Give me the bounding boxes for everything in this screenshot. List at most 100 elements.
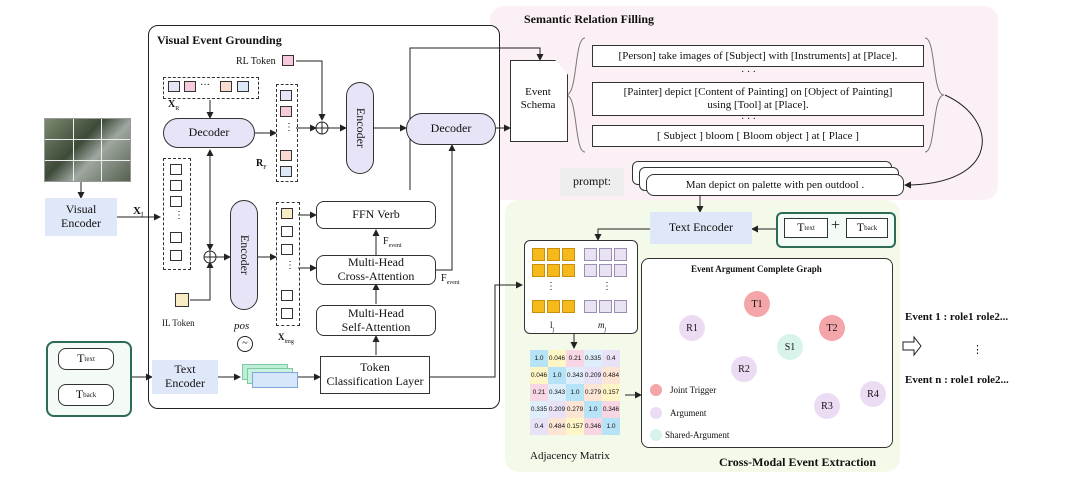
output-event-1: Event 1 : role1 role2...	[905, 311, 1009, 323]
r-f-dots: ⋮	[284, 122, 294, 133]
x-img-column	[276, 202, 300, 326]
legend-shared-label: Shared-Argument	[665, 430, 730, 440]
visual-encoder: Visual Encoder	[45, 198, 117, 236]
feature-cell	[599, 300, 612, 313]
semantic-filling-title: Semantic Relation Filling	[524, 12, 654, 26]
node-s1: S1	[777, 334, 803, 360]
x-r-token	[220, 81, 232, 92]
positional-encoding-icon: ~	[237, 336, 253, 352]
encoder-mid: Encoder	[230, 200, 258, 310]
feature-cell	[532, 264, 545, 277]
text-embedding-stack	[242, 364, 298, 388]
matrix-cell: 0.046	[530, 367, 548, 384]
output-event-n: Event n : role1 role2...	[905, 374, 1009, 386]
feature-cell	[584, 248, 597, 261]
x-r-token	[168, 81, 180, 92]
il-token-label: IL Token	[162, 318, 195, 328]
feature-cell	[584, 300, 597, 313]
x-img-dots: ⋮	[285, 260, 295, 271]
legend-trigger-label: Joint Trigger	[670, 385, 717, 395]
decoder-right: Decoder	[406, 113, 496, 145]
x-r-token-row	[163, 77, 259, 99]
rl-token-label: RL Token	[236, 56, 276, 67]
prompt-label: prompt:	[560, 168, 624, 196]
prompt-text: Man depict on palette with pen outdool .	[646, 174, 904, 196]
matrix-cell: 1.0	[602, 418, 620, 435]
text-encoder-left: Text Encoder	[152, 360, 218, 394]
schema-template-1: [Person] take images of [Subject] with […	[592, 45, 924, 67]
decoder-left: Decoder	[163, 118, 255, 148]
feature-cell	[532, 300, 545, 313]
feature-cell	[562, 264, 575, 277]
r-f-token	[280, 90, 292, 101]
event-schema-doc	[510, 60, 568, 142]
feature-cell	[532, 248, 545, 261]
node-r4: R4	[860, 381, 886, 407]
matrix-cell: 0.157	[566, 418, 584, 435]
il-token	[175, 293, 189, 307]
pos-label: pos	[234, 320, 250, 332]
x-i-column	[163, 158, 191, 270]
node-r3: R3	[814, 393, 840, 419]
x-i-token	[170, 196, 182, 207]
l-j-label: lj	[550, 320, 555, 333]
feature-cell	[614, 248, 627, 261]
x-i-label: XI	[133, 205, 144, 220]
schema-dots-1: · · ·	[741, 67, 756, 78]
visual-grounding-title: Visual Event Grounding	[157, 33, 282, 47]
x-i-token	[170, 164, 182, 175]
matrix-cell: 1.0	[548, 367, 566, 384]
x-img-token	[281, 226, 293, 237]
legend-trigger-swatch	[650, 384, 662, 396]
x-i-token	[170, 232, 182, 243]
rl-token	[282, 55, 294, 66]
x-r-dots: ···	[200, 80, 210, 91]
feature-cell	[562, 248, 575, 261]
event-schema-label: Event Schema	[520, 86, 556, 112]
x-i-token	[170, 250, 182, 261]
x-img-token	[281, 208, 293, 219]
cross-attention: Multi-Head Cross-Attention	[316, 255, 436, 285]
matrix-cell: 1.0	[584, 401, 602, 418]
output-dots: ⋮	[972, 344, 983, 356]
schema-dots-2: · · ·	[741, 114, 756, 125]
x-i-dots: ⋮	[174, 210, 184, 221]
x-r-token	[184, 81, 196, 92]
matrix-cell: 0.484	[602, 367, 620, 384]
feature-cell	[547, 300, 560, 313]
plus-sign: +	[831, 217, 841, 234]
x-img-token	[281, 308, 293, 319]
r-f-token	[280, 150, 292, 161]
m-j-label: mj	[598, 320, 607, 333]
matrix-cell: 1.0	[530, 350, 548, 367]
matrix-cell: 0.346	[602, 401, 620, 418]
feature-cell	[547, 264, 560, 277]
feature-cell	[599, 248, 612, 261]
r-f-token	[280, 166, 292, 177]
matrix-cell: 1.0	[566, 384, 584, 401]
legend-argument-swatch	[650, 407, 662, 419]
r-f-column	[276, 84, 298, 182]
matrix-cell: 0.343	[548, 384, 566, 401]
f-event-label-1: Fevent	[383, 236, 402, 249]
text-encoder-right: Text Encoder	[650, 212, 752, 244]
matrix-cell: 0.279	[584, 384, 602, 401]
x-img-label: Ximg	[278, 332, 294, 345]
node-r1: R1	[679, 315, 705, 341]
r-f-token	[280, 106, 292, 117]
input-image	[44, 118, 131, 182]
schema-template-3: [ Subject ] bloom [ Bloom object ] at [ …	[592, 125, 924, 147]
ffn-verb: FFN Verb	[316, 201, 436, 229]
x-i-token	[170, 180, 182, 191]
matrix-cell: 0.157	[602, 384, 620, 401]
matrix-cell: 0.21	[566, 350, 584, 367]
x-img-token	[281, 290, 293, 301]
self-attention: Multi-Head Self-Attention	[316, 305, 436, 336]
x-r-token	[237, 81, 249, 92]
matrix-cell: 0.21	[530, 384, 548, 401]
matrix-cell: 0.484	[548, 418, 566, 435]
